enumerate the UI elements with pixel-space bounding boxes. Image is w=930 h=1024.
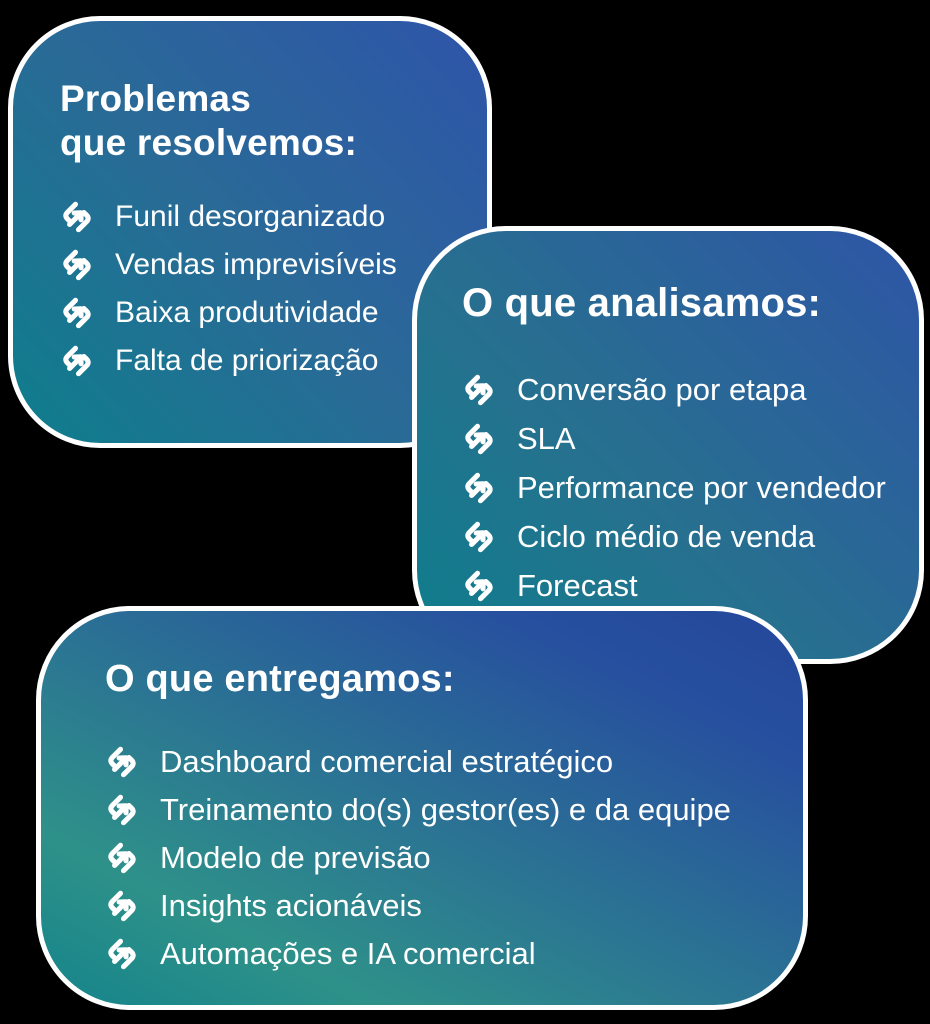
item-label: Dashboard comercial estratégico (160, 743, 614, 779)
item-label: Ciclo médio de venda (517, 519, 816, 554)
card-problems: Problemas que resolvemos: Funil desorgan… (8, 16, 492, 448)
list-item: Automações e IA comercial (105, 934, 779, 974)
list-item: Ciclo médio de venda (462, 517, 895, 557)
card-problems-title: Problemas que resolvemos: (60, 78, 358, 163)
s-arrow-logo-icon (462, 520, 496, 554)
card-analyze-list: Conversão por etapa SLA Performance por … (462, 370, 895, 606)
card-analyze: O que analisamos: Conversão por etapa SL… (412, 226, 924, 664)
card-analyze-title: O que analisamos: (462, 281, 822, 325)
s-arrow-logo-icon (60, 344, 94, 378)
list-item: Modelo de previsão (105, 838, 779, 878)
item-label: Insights acionáveis (160, 887, 422, 923)
item-label: Funil desorganizado (115, 200, 386, 234)
s-arrow-logo-icon (105, 889, 139, 923)
s-arrow-logo-icon (462, 373, 496, 407)
item-label: Baixa produtividade (115, 296, 379, 330)
s-arrow-logo-icon (462, 422, 496, 456)
list-item: Funil desorganizado (60, 197, 459, 237)
card-deliver: O que entregamos: Dashboard comercial es… (36, 606, 808, 1010)
item-label: Falta de priorização (115, 344, 379, 378)
list-item: Insights acionáveis (105, 886, 779, 926)
list-item: Treinamento do(s) gestor(es) e da equipe (105, 790, 779, 830)
s-arrow-logo-icon (105, 937, 139, 971)
card-deliver-title: O que entregamos: (105, 658, 455, 700)
s-arrow-logo-icon (60, 296, 94, 330)
s-arrow-logo-icon (60, 248, 94, 282)
list-item: Baixa produtividade (60, 293, 459, 333)
list-item: SLA (462, 419, 895, 459)
list-item: Forecast (462, 566, 895, 606)
list-item: Vendas imprevisíveis (60, 245, 459, 285)
list-item: Conversão por etapa (462, 370, 895, 410)
item-label: Forecast (517, 568, 638, 603)
s-arrow-logo-icon (105, 793, 139, 827)
item-label: Modelo de previsão (160, 839, 431, 875)
card-deliver-list: Dashboard comercial estratégico Treiname… (105, 742, 779, 974)
s-arrow-logo-icon (60, 200, 94, 234)
s-arrow-logo-icon (105, 841, 139, 875)
s-arrow-logo-icon (462, 569, 496, 603)
item-label: Treinamento do(s) gestor(es) e da equipe (160, 791, 731, 827)
item-label: Automações e IA comercial (160, 935, 536, 971)
item-label: Conversão por etapa (517, 372, 807, 407)
item-label: SLA (517, 421, 576, 456)
item-label: Performance por vendedor (517, 470, 886, 505)
list-item: Performance por vendedor (462, 468, 895, 508)
list-item: Falta de priorização (60, 341, 459, 381)
s-arrow-logo-icon (462, 471, 496, 505)
card-problems-list: Funil desorganizado Vendas imprevisíveis… (60, 197, 459, 381)
list-item: Dashboard comercial estratégico (105, 742, 779, 782)
item-label: Vendas imprevisíveis (115, 248, 397, 282)
s-arrow-logo-icon (105, 745, 139, 779)
